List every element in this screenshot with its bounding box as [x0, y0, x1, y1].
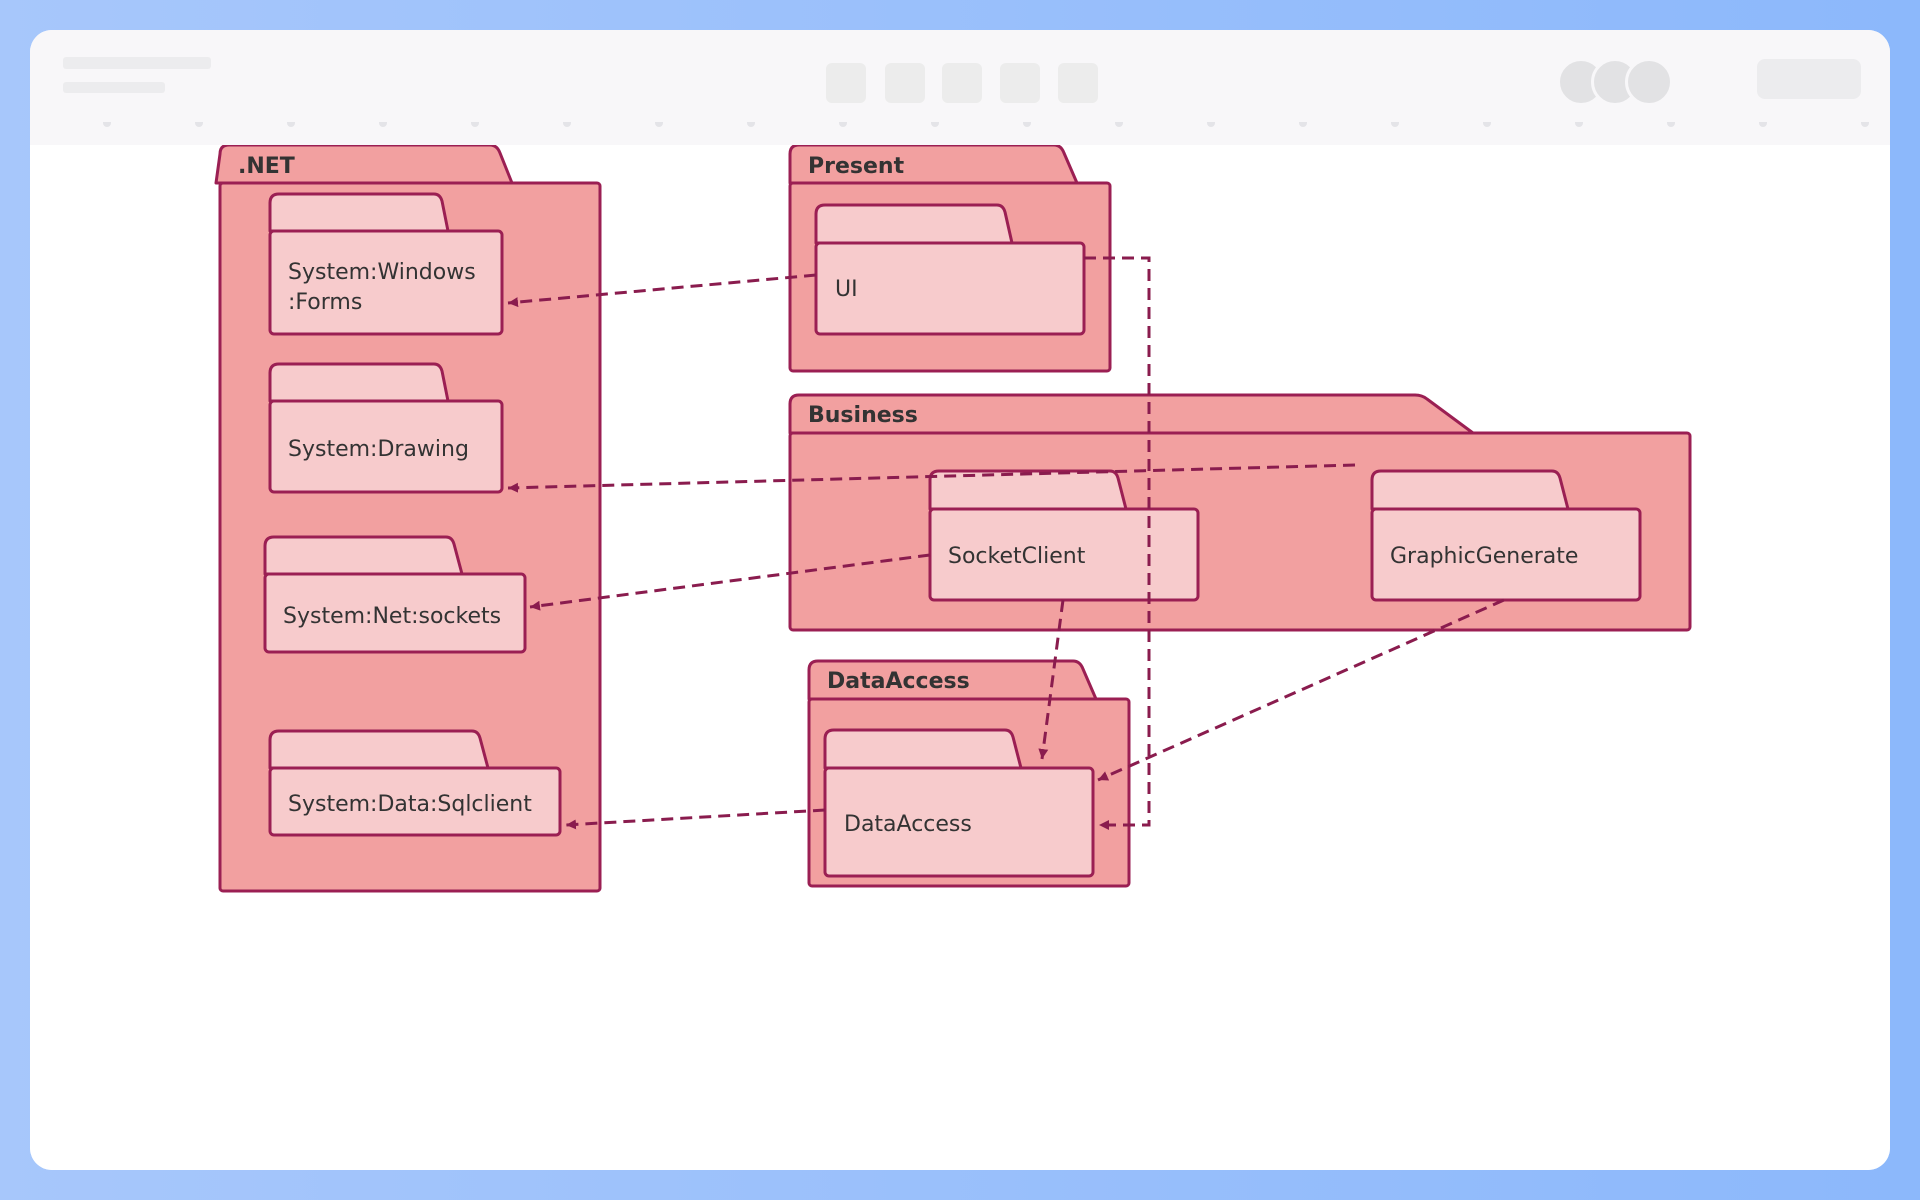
ruler-tick — [563, 122, 571, 127]
ruler-tick — [195, 122, 203, 127]
toolbar-button-4[interactable] — [1000, 63, 1040, 103]
package-title: .NET — [238, 154, 295, 179]
package-label: GraphicGenerate — [1390, 544, 1578, 569]
ruler-tick — [1207, 122, 1215, 127]
app-window: .NET System:Windows :Forms System:Drawin… — [30, 30, 1890, 1170]
dependency-socket-client-to-net-sockets — [529, 553, 931, 611]
diagram-canvas: .NET System:Windows :Forms System:Drawin… — [30, 143, 1890, 1170]
ruler-tick — [655, 122, 663, 127]
package-system-drawing[interactable]: System:Drawing — [268, 362, 504, 494]
ruler-tick — [379, 122, 387, 127]
ruler-tick — [1759, 122, 1767, 127]
package-title: DataAccess — [827, 669, 970, 694]
ruler-tick — [471, 122, 479, 127]
package-net[interactable]: .NET System:Windows :Forms System:Drawin… — [214, 143, 602, 893]
package-label: System:Net:sockets — [283, 604, 501, 629]
dependency-arrows — [507, 256, 1505, 830]
package-business[interactable]: Business SocketClient GraphicGenerate — [788, 393, 1692, 632]
toolbar — [30, 30, 1890, 145]
package-label: DataAccess — [844, 812, 972, 837]
ruler-tick — [1391, 122, 1399, 127]
package-label: System:Windows — [288, 260, 476, 285]
package-data-access-inner[interactable]: DataAccess — [823, 728, 1095, 878]
package-label: System:Data:Sqlclient — [288, 792, 532, 817]
toolbar-button-5[interactable] — [1058, 63, 1098, 103]
package-title: Present — [808, 154, 905, 179]
title-placeholder — [63, 57, 211, 69]
ruler-tick — [1299, 122, 1307, 127]
package-label: SocketClient — [948, 544, 1086, 569]
uml-diagram: .NET System:Windows :Forms System:Drawin… — [214, 143, 1692, 893]
ruler-tick — [931, 122, 939, 127]
package-label: System:Drawing — [288, 437, 469, 462]
package-system-net-sockets[interactable]: System:Net:sockets — [263, 535, 527, 654]
package-graphic-generate[interactable]: GraphicGenerate — [1370, 469, 1642, 602]
package-title: Business — [808, 403, 918, 428]
package-label: :Forms — [288, 290, 362, 315]
toolbar-button-3[interactable] — [942, 63, 982, 103]
ruler-tick — [1115, 122, 1123, 127]
package-system-data-sqlclient[interactable]: System:Data:Sqlclient — [268, 729, 562, 837]
package-present[interactable]: Present UI — [788, 143, 1112, 373]
dependency-business-to-drawing — [507, 463, 1356, 493]
ruler-tick — [1575, 122, 1583, 127]
avatar[interactable] — [1625, 58, 1673, 106]
ruler-tick — [287, 122, 295, 127]
subtitle-placeholder — [63, 82, 165, 93]
ruler-tick — [1023, 122, 1031, 127]
dependency-graphic-generate-to-data-access — [1097, 598, 1505, 782]
ruler-tick — [1861, 122, 1869, 127]
toolbar-button-1[interactable] — [826, 63, 866, 103]
dependency-socket-client-to-data-access — [1038, 599, 1065, 760]
ruler-tick — [1483, 122, 1491, 127]
dependency-ui-to-data-access — [1084, 256, 1151, 830]
package-label: UI — [835, 277, 858, 302]
package-ui[interactable]: UI — [814, 203, 1086, 336]
package-socket-client[interactable]: SocketClient — [928, 469, 1200, 602]
ruler-tick — [747, 122, 755, 127]
ruler-tick — [103, 122, 111, 127]
dependency-ui-to-windows-forms — [507, 273, 817, 308]
ruler-tick — [839, 122, 847, 127]
package-data-access[interactable]: DataAccess DataAccess — [807, 659, 1131, 888]
ruler-tick — [1667, 122, 1675, 127]
toolbar-button-2[interactable] — [885, 63, 925, 103]
share-button[interactable] — [1757, 59, 1861, 99]
dependency-data-access-to-sqlclient — [565, 808, 826, 830]
package-system-windows-forms[interactable]: System:Windows :Forms — [268, 192, 504, 336]
